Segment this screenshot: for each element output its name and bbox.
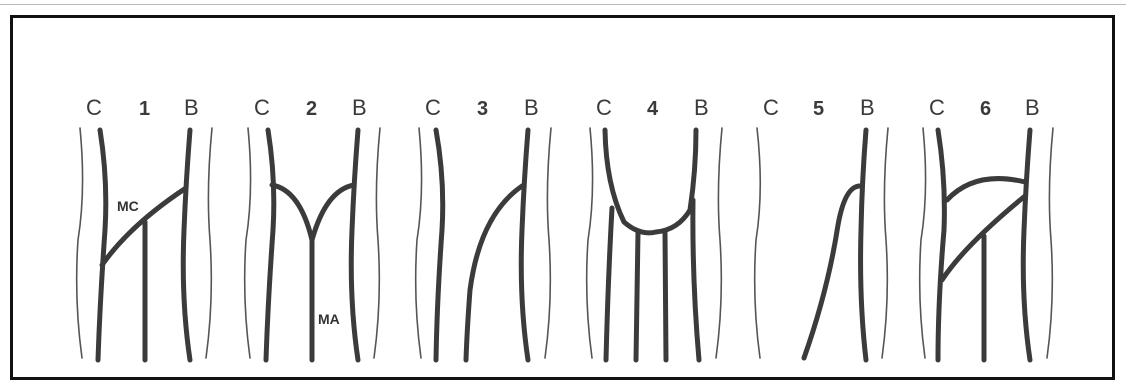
panel-4-vein-inner-left (636, 232, 638, 360)
panel-4-label-c: C (596, 95, 612, 120)
panel-2-label-c: C (254, 95, 270, 120)
panel-3-label-c: C (425, 95, 441, 120)
panel-4-left-margin (587, 128, 593, 358)
panel-5-vein-b (861, 130, 866, 360)
panel-2: C 2 B MA (245, 95, 380, 360)
panel-3-number: 3 (477, 98, 488, 120)
panel-5-number: 5 (813, 98, 824, 120)
panel-4-vein-inner-right (665, 232, 666, 360)
panel-2-annotation-ma: MA (318, 311, 340, 327)
panel-6-left-margin (920, 128, 926, 358)
panel-2-vein-right-branch (312, 185, 354, 240)
panel-6-label-b: B (1025, 95, 1040, 120)
panel-3-label-b: B (524, 95, 539, 120)
panel-1-vein-b (183, 130, 190, 360)
panel-5-vein-branch (804, 186, 860, 358)
panel-6-number: 6 (980, 98, 991, 120)
panel-4: C 4 B (587, 95, 722, 360)
panel-1-vein-c (98, 130, 106, 360)
panel-5-label-b: B (860, 95, 875, 120)
panel-4-vein-c (606, 208, 612, 360)
panel-2-right-margin (374, 128, 380, 358)
panel-1-label-c: C (86, 95, 102, 120)
panel-1-annotation-mc: MC (117, 198, 139, 214)
panel-4-right-margin (716, 128, 722, 358)
panel-6-right-margin (1047, 128, 1053, 358)
panel-6-vein-b (1023, 130, 1030, 360)
panel-2-number: 2 (306, 98, 317, 120)
panel-3-vein-c (436, 130, 443, 360)
panel-1-left-margin (77, 128, 83, 358)
panel-4-vein-b (693, 200, 699, 360)
panel-3-vein-b (521, 130, 528, 360)
panel-5-right-margin (882, 128, 888, 358)
panel-3-right-margin (545, 128, 551, 358)
panel-6-vein-c (938, 130, 944, 360)
panel-5-left-margin (755, 128, 761, 358)
panel-4-number: 4 (647, 98, 659, 120)
panel-5-label-c: C (763, 95, 779, 120)
panel-3: C 3 B (416, 95, 551, 360)
panel-3-vein-branch (466, 186, 522, 360)
panel-2-vein-c (266, 130, 274, 360)
panel-4-label-b: B (694, 95, 709, 120)
panel-1-label-b: B (184, 95, 199, 120)
panel-2-label-b: B (352, 95, 367, 120)
panel-4-vein-arch (605, 130, 696, 233)
panel-1-number: 1 (139, 98, 150, 120)
panel-3-left-margin (416, 128, 422, 358)
panel-1: C 1 B MC (77, 95, 212, 360)
panel-2-vein-left-branch (272, 185, 312, 240)
panel-6-vein-arch (947, 179, 1025, 200)
panel-6-label-c: C (929, 95, 945, 120)
panel-1-right-margin (206, 128, 212, 358)
panel-6: C 6 B (920, 95, 1053, 360)
panel-5: C 5 B (755, 95, 888, 360)
panel-2-vein-b (351, 130, 358, 360)
panel-2-left-margin (245, 128, 251, 358)
